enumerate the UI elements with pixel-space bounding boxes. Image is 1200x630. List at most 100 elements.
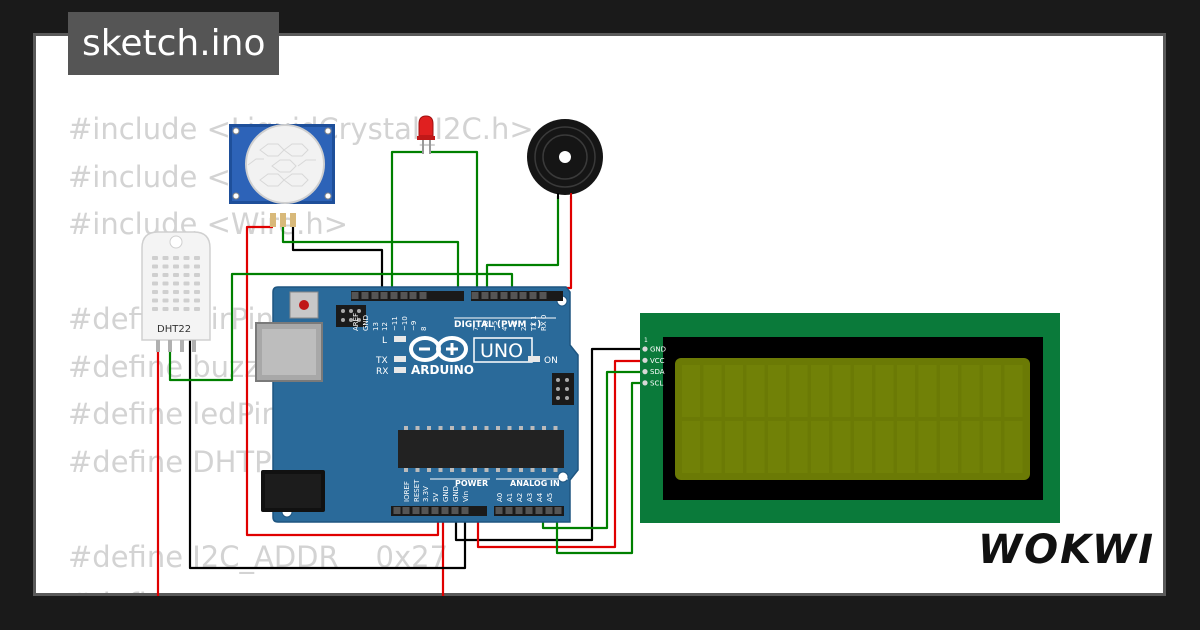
file-title[interactable]: sketch.ino: [68, 12, 280, 75]
power-pin-label: RESET: [413, 479, 421, 502]
wire-green-led-a: [390, 150, 422, 295]
lcd-pin[interactable]: [642, 346, 648, 352]
power-pin-label: GND: [452, 486, 460, 502]
red-led[interactable]: [417, 115, 435, 154]
digital-pin[interactable]: [481, 292, 489, 299]
wokwi-logo: WOKWI: [978, 527, 1156, 573]
dht22-sensor[interactable]: DHT22: [141, 231, 211, 352]
code-line: #include <LiquidCrystal_I2C.h>: [68, 112, 534, 146]
digital-pin-label: 12: [381, 322, 389, 331]
code-line: #define ledPin: [68, 397, 280, 431]
lcd-pin[interactable]: [642, 357, 648, 363]
digital-header[interactable]: [351, 292, 547, 299]
power-pin-label: 3.3V: [422, 486, 430, 502]
digital-pin-label: 13: [372, 322, 380, 331]
digital-pin[interactable]: [380, 292, 388, 299]
code-line: #define ...: [68, 581, 534, 593]
power-pin[interactable]: [393, 507, 401, 514]
wire-black-dht-gnd: [188, 338, 467, 570]
digital-pin-label: 7: [472, 327, 480, 331]
power-pin[interactable]: [402, 507, 410, 514]
power-pin[interactable]: [461, 507, 469, 514]
digital-pin[interactable]: [390, 292, 398, 299]
digital-pin[interactable]: [490, 292, 498, 299]
wire-red-pir-vcc: [245, 225, 440, 537]
digital-pin-label: ~6: [482, 320, 490, 331]
lcd-pin-label: SDA: [650, 368, 665, 376]
digital-pin[interactable]: [409, 292, 417, 299]
wire-red-buzzer: [528, 196, 573, 295]
power-label: POWER: [455, 479, 488, 488]
digital-pin-label: GND: [362, 315, 370, 331]
digital-pin[interactable]: [510, 292, 518, 299]
digital-pin[interactable]: [471, 292, 479, 299]
wire-green-pir-data: [281, 227, 460, 295]
digital-pin-label: ~9: [410, 321, 418, 331]
analog-pin[interactable]: [545, 507, 553, 514]
power-pin[interactable]: [451, 507, 459, 514]
pir-dome: [245, 124, 325, 204]
analog-pin[interactable]: [535, 507, 543, 514]
on-led-label: ON: [544, 356, 558, 366]
wire-green-led-b: [430, 150, 479, 295]
power-pin-label: Vin: [462, 491, 470, 502]
lcd-pin[interactable]: [642, 369, 648, 375]
power-pin-label: IOREF: [403, 481, 411, 502]
wire-green-dht-data: [168, 272, 514, 382]
lcd-pin-label: VCC: [650, 357, 665, 365]
pir-pin-vcc: +: [267, 204, 274, 213]
wire-green-lcd-scl: [555, 381, 648, 555]
digital-pin[interactable]: [519, 292, 527, 299]
board-model: UNO: [480, 340, 523, 362]
analog-pin-label: A1: [506, 493, 514, 502]
code-line: #define buzz: [68, 349, 260, 384]
power-pin[interactable]: [421, 507, 429, 514]
lcd-pin[interactable]: [642, 380, 648, 386]
pir-sensor[interactable]: + D −: [229, 124, 335, 227]
dht22-grille: [152, 256, 200, 311]
wire-black-pir-gnd: [291, 227, 384, 295]
analog-pin[interactable]: [495, 507, 503, 514]
digital-pin[interactable]: [400, 292, 408, 299]
lcd-pin-label: SCL: [650, 379, 663, 387]
digital-pin[interactable]: [361, 292, 369, 299]
analog-pin[interactable]: [515, 507, 523, 514]
dht22-label: DHT22: [157, 324, 191, 335]
digital-pin-label: TX 1: [530, 315, 538, 332]
buzzer[interactable]: [527, 119, 603, 199]
analog-pin-label: A2: [516, 493, 524, 502]
digital-pin[interactable]: [529, 292, 537, 299]
tx-led-label: TX: [375, 356, 388, 366]
code-preview: #include <LiquidCrystal_I2C.h> #include <…: [68, 106, 534, 593]
reset-button[interactable]: [289, 291, 319, 319]
power-analog-header[interactable]: [393, 507, 562, 514]
digital-pin[interactable]: [371, 292, 379, 299]
code-line: #include <: [68, 159, 231, 194]
atmega-chip: [398, 430, 564, 468]
power-pin[interactable]: [431, 507, 439, 514]
wire-green-buzzer: [485, 196, 560, 295]
analog-pin[interactable]: [505, 507, 513, 514]
power-pin[interactable]: [441, 507, 449, 514]
analog-pin[interactable]: [525, 507, 533, 514]
digital-pin[interactable]: [500, 292, 508, 299]
digital-pin[interactable]: [539, 292, 547, 299]
analog-label: ANALOG IN: [510, 479, 560, 488]
digital-pin-label: 4: [501, 326, 509, 331]
analog-pin[interactable]: [554, 507, 562, 514]
digital-pin[interactable]: [419, 292, 427, 299]
digital-pin-label: 8: [420, 327, 428, 331]
analog-pin-label: A0: [496, 493, 504, 502]
wire-black-lcd-gnd: [454, 347, 648, 542]
power-pin[interactable]: [412, 507, 420, 514]
digital-pin[interactable]: [351, 292, 359, 299]
code-line: #define DHTP: [68, 444, 272, 479]
power-pin-label: GND: [442, 486, 450, 502]
digital-pin-label: ~10: [401, 316, 409, 331]
digital-pin-label: ~3: [511, 321, 519, 331]
